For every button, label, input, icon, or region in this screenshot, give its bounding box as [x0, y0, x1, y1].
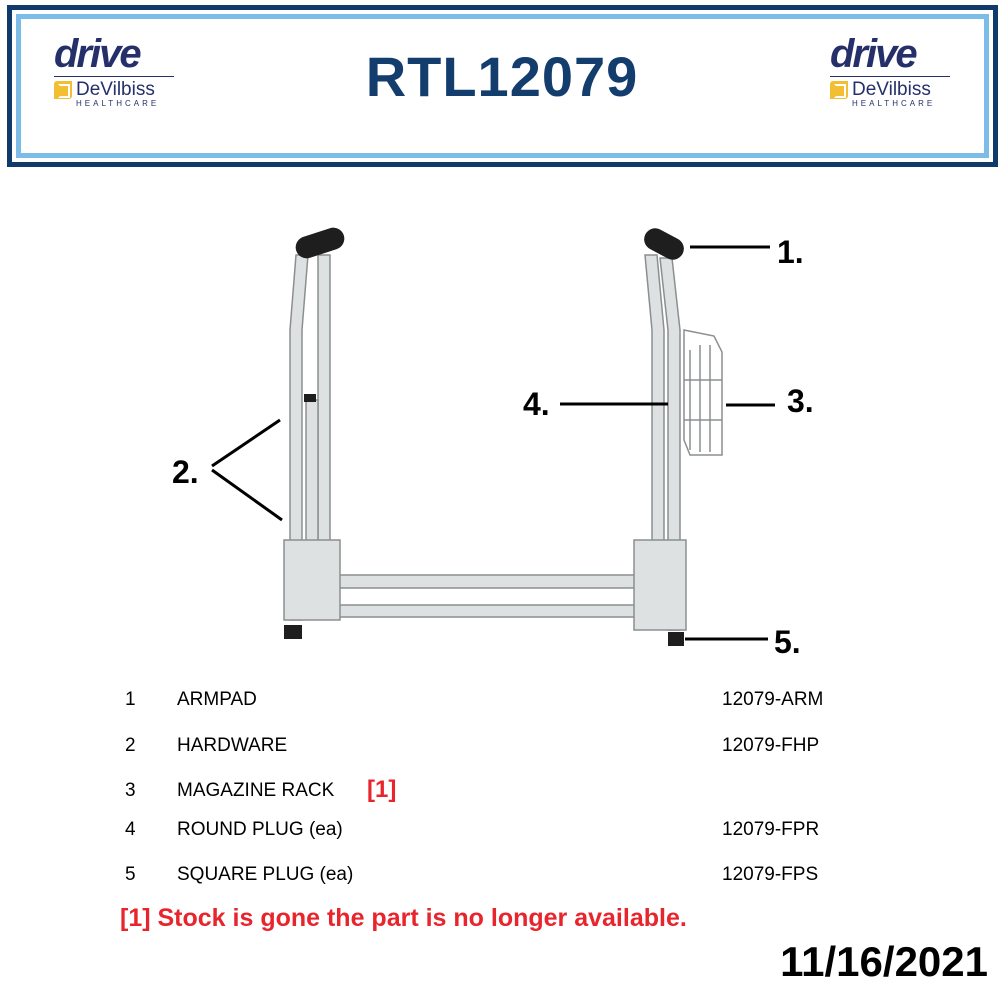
header-inner-border: [16, 14, 989, 158]
part-code: 12079-FHP: [722, 735, 820, 756]
part-code: 12079-ARM: [722, 689, 824, 710]
part-number: 1: [125, 689, 136, 710]
page-title: RTL12079: [365, 45, 639, 108]
part-name: SQUARE PLUG (ea): [177, 864, 354, 885]
product-diagram: [211, 227, 775, 646]
logo-tag: HEALTHCARE: [76, 99, 160, 108]
footnote: [1] Stock is gone the part is no longer …: [120, 904, 687, 932]
brand-logo-left: drive DeVilbiss HEALTHCARE: [54, 34, 174, 124]
logo-tag: HEALTHCARE: [852, 99, 936, 108]
right-foot: [633, 539, 687, 631]
callout-4: 4.: [523, 386, 550, 422]
brand-logo-right: drive DeVilbiss HEALTHCARE: [830, 34, 950, 124]
callout-2: 2.: [172, 454, 199, 490]
callout-5: 5.: [774, 624, 801, 660]
footnote-reference: [1]: [367, 776, 397, 803]
part-code: 12079-FPR: [722, 819, 820, 840]
callout-1: 1.: [777, 234, 804, 270]
magazine-rack: [683, 329, 723, 456]
logo-sub: DeVilbiss: [852, 79, 931, 100]
logo-sub: DeVilbiss: [76, 79, 155, 100]
devilbiss-icon: [830, 81, 848, 99]
part-code: 12079-FPS: [722, 864, 819, 885]
part-number: 5: [125, 864, 136, 885]
part-name: ROUND PLUG (ea): [177, 819, 343, 840]
logo-brand: drive: [54, 32, 142, 76]
square-plug-left: [284, 625, 302, 639]
callout-3: 3.: [787, 383, 814, 419]
part-name: HARDWARE: [177, 735, 288, 756]
part-number: 2: [125, 735, 136, 756]
square-plug-right: [668, 632, 684, 646]
revision-date: 11/16/2021: [780, 938, 988, 985]
devilbiss-icon: [54, 81, 72, 99]
left-upright-rear: [317, 254, 331, 546]
part-number: 3: [125, 780, 136, 801]
header-banner: [7, 5, 998, 167]
part-name: MAGAZINE RACK: [177, 780, 335, 801]
right-upright-rear: [644, 254, 665, 546]
part-name: ARMPAD: [177, 689, 257, 710]
left-foot: [283, 539, 341, 621]
armpad-left: [295, 227, 345, 259]
logo-brand: drive: [830, 32, 918, 76]
base-tube-upper: [299, 544, 666, 589]
round-plug: [304, 394, 316, 402]
part-number: 4: [125, 819, 136, 840]
armpad-right: [644, 228, 684, 260]
